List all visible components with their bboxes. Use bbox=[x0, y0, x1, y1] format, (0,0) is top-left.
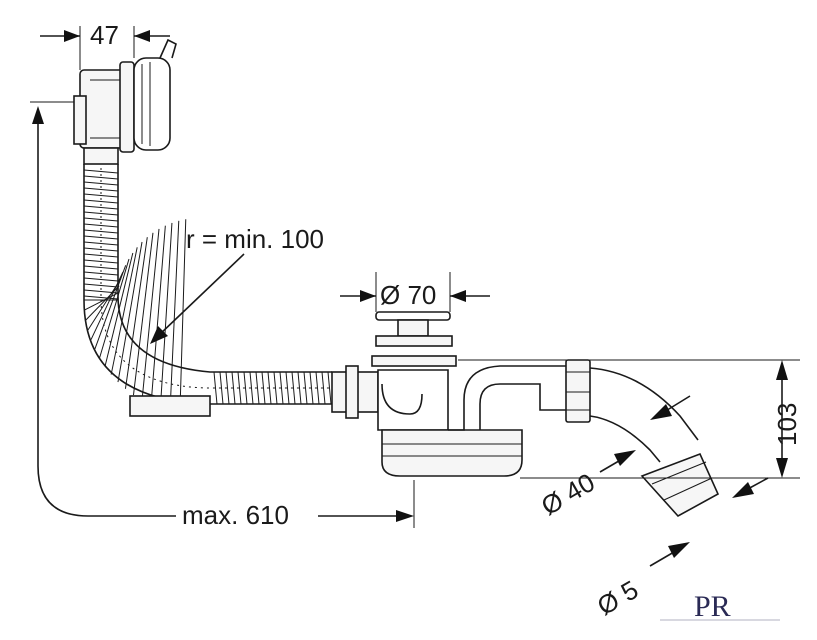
hose-rib bbox=[261, 371, 266, 405]
hose-rib bbox=[104, 252, 134, 367]
outlet-pipe bbox=[589, 367, 720, 518]
hose-rib bbox=[83, 241, 119, 246]
hose-rib bbox=[291, 371, 296, 405]
hose-rib bbox=[132, 232, 154, 396]
hose-rib bbox=[225, 371, 230, 405]
hose-rib bbox=[83, 253, 119, 258]
hose-rib bbox=[84, 292, 119, 311]
hose-rib bbox=[83, 265, 119, 270]
hose-rib bbox=[83, 283, 119, 288]
hose-rib bbox=[219, 371, 224, 405]
hose-rib bbox=[309, 371, 314, 405]
trap-arm bbox=[448, 359, 591, 431]
hose-rib bbox=[83, 187, 119, 192]
hose-rib bbox=[83, 175, 119, 180]
hose-rib bbox=[83, 181, 119, 186]
dimension-610-label: max. 610 bbox=[182, 500, 289, 530]
dimension-47: 47 bbox=[40, 20, 170, 70]
dimension-47-label: 47 bbox=[90, 20, 119, 50]
hose-rib bbox=[83, 223, 119, 228]
hose-rib bbox=[117, 241, 143, 383]
hose-rib bbox=[231, 371, 236, 405]
logo-text: PR bbox=[694, 590, 731, 623]
drain-valve-body bbox=[331, 311, 523, 477]
dimension-610: max. 610 bbox=[30, 101, 415, 530]
hose-rib bbox=[315, 371, 320, 405]
hose-rib bbox=[83, 217, 119, 222]
dimension-70: Ø 70 bbox=[340, 272, 490, 312]
hose-rib bbox=[273, 371, 278, 405]
hose-rib bbox=[159, 222, 173, 410]
hose-rib bbox=[267, 371, 272, 405]
hose-rib bbox=[255, 371, 260, 405]
hose-rib bbox=[303, 371, 308, 405]
hose-rib bbox=[94, 265, 127, 350]
hose-rib bbox=[83, 211, 119, 216]
dimension-103: 103 bbox=[458, 359, 802, 479]
hose-rib bbox=[83, 193, 119, 198]
hose-rib bbox=[90, 271, 124, 340]
hose-rib bbox=[83, 247, 119, 252]
hose-rib bbox=[179, 219, 187, 415]
hose-rib bbox=[83, 259, 119, 264]
hose-rib bbox=[83, 235, 119, 240]
dimension-70-label: Ø 70 bbox=[380, 280, 436, 310]
hose-rib bbox=[237, 371, 242, 405]
hose-rib bbox=[141, 228, 160, 401]
hose-rib bbox=[213, 371, 218, 405]
hose-rib bbox=[327, 371, 332, 405]
hose-rib bbox=[124, 237, 148, 389]
dimension-103-label: 103 bbox=[772, 403, 802, 446]
hose-rib bbox=[285, 371, 290, 405]
hose-rib bbox=[83, 277, 119, 282]
hose-rib bbox=[297, 371, 302, 405]
hose-rib bbox=[83, 295, 119, 300]
radius-callout: r = min. 100 bbox=[150, 224, 324, 344]
overflow-fitting bbox=[73, 38, 177, 165]
hose-rib bbox=[169, 220, 180, 413]
hose-rib bbox=[83, 199, 119, 204]
dimension-outlet-label: Ø 5 bbox=[592, 574, 643, 621]
radius-label: r = min. 100 bbox=[186, 224, 324, 254]
hose-rib bbox=[249, 371, 254, 405]
hose-rib bbox=[83, 271, 119, 276]
hose-rib bbox=[150, 225, 166, 406]
hose-rib bbox=[83, 205, 119, 210]
brand-logo: PR bbox=[640, 590, 780, 623]
flexible-hose bbox=[83, 164, 332, 417]
hose-rib bbox=[321, 371, 326, 405]
dimension-40-label: Ø 40 bbox=[536, 467, 600, 521]
hose-rib bbox=[99, 258, 130, 359]
hose-rib bbox=[83, 229, 119, 234]
hose-rib bbox=[110, 247, 138, 375]
hose-rib bbox=[279, 371, 284, 405]
hose-rib bbox=[83, 169, 119, 174]
hose-rib bbox=[243, 371, 248, 405]
